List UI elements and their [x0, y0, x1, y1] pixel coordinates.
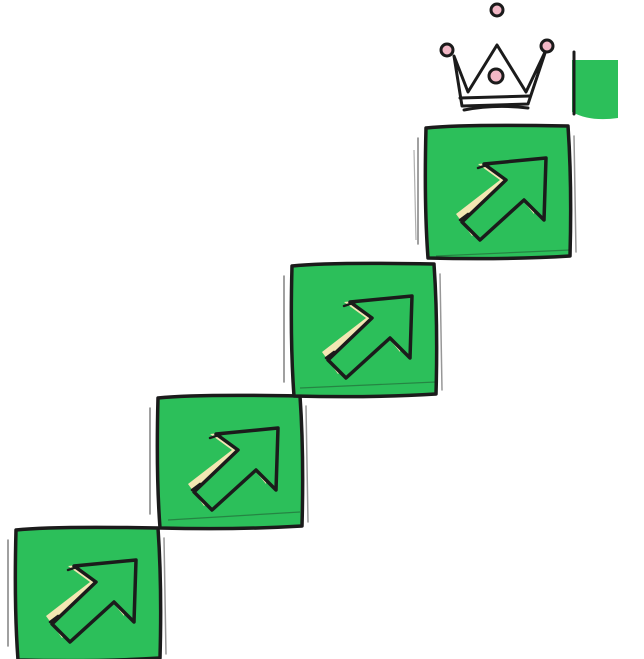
- crown-jewel-icon: [489, 2, 505, 18]
- step-tile-3: [282, 261, 444, 399]
- step-tile-4: [416, 123, 578, 261]
- step-tile-1: [6, 525, 168, 659]
- next-step-partial-tile: [572, 50, 618, 120]
- sketch-lines: [167, 149, 571, 521]
- crown-jewel-icon: [487, 67, 505, 85]
- crown-icon: [439, 2, 555, 112]
- step-tile-2: [148, 393, 310, 531]
- crown-jewel-icon: [539, 38, 555, 54]
- crown-jewel-icon: [439, 42, 455, 58]
